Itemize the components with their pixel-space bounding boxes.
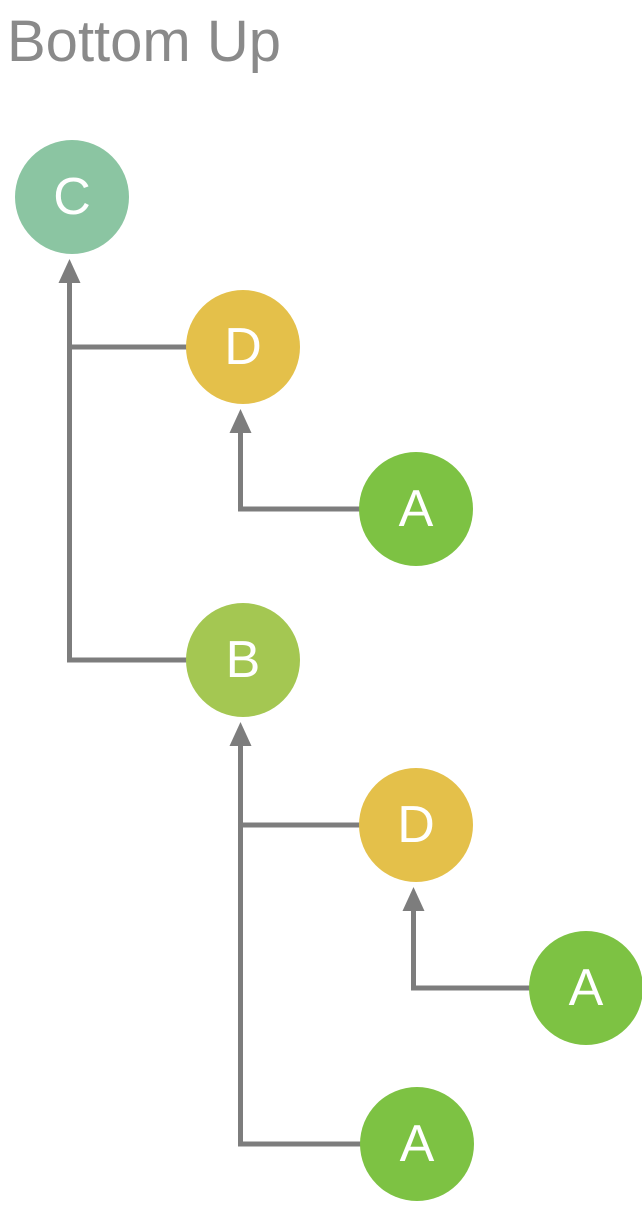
node-label: D: [397, 796, 435, 854]
node-label: A: [399, 1115, 435, 1173]
node-label: D: [224, 318, 262, 376]
arrow-to-D1: [229, 409, 252, 433]
node-label: B: [225, 631, 261, 689]
node-A1: A: [359, 452, 473, 566]
node-D2: D: [359, 768, 473, 882]
node-A3: A: [360, 1087, 474, 1201]
arrow-to-C: [58, 259, 81, 283]
diagram-title: Bottom Up: [7, 9, 281, 74]
arrow-to-B: [229, 722, 252, 746]
arrow-to-D2: [402, 887, 425, 911]
node-label: A: [568, 959, 604, 1017]
node-C: C: [15, 140, 129, 254]
node-A2: A: [529, 931, 642, 1045]
node-B: B: [186, 603, 300, 717]
node-label: A: [398, 480, 434, 538]
node-label: C: [53, 168, 91, 226]
node-D1: D: [186, 290, 300, 404]
